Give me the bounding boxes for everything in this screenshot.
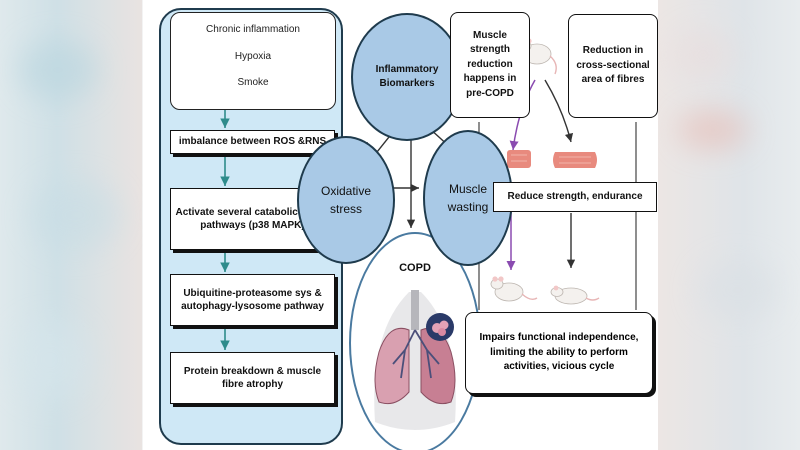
alveoli-icon — [426, 313, 454, 341]
copd-circle — [349, 232, 481, 450]
ros-rns-imbalance-box: imbalance between ROS &RNS — [170, 130, 335, 154]
pre-copd-strength-note: Muscle strength reduction happens in pre… — [450, 12, 530, 118]
right-blurred-margin — [658, 0, 800, 450]
reduce-strength-box: Reduce strength, endurance — [493, 182, 657, 212]
protein-breakdown-box: Protein breakdown & muscle fibre atrophy — [170, 352, 335, 404]
proteasome-autophagy-box: Ubiquitine-proteasome sys & autophagy-ly… — [170, 274, 335, 326]
arrow-mouse-to-fibre-2 — [544, 79, 574, 143]
trigger-smoke: Smoke — [237, 77, 269, 88]
muscle-wasting-circle: Muscle wasting — [423, 130, 513, 266]
left-blurred-margin — [0, 0, 142, 450]
cross-section-note: Reduction in cross-sectional area of fib… — [568, 14, 658, 118]
triggers-box: Chronic inflammation Hypoxia Smoke — [170, 12, 336, 110]
mouse-icon — [550, 285, 600, 305]
muscle-fibre-icon — [553, 152, 597, 168]
functional-independence-box: Impairs functional independence, limitin… — [465, 312, 653, 394]
diagram-canvas: Chronic inflammation Hypoxia Smoke imbal… — [143, 0, 658, 450]
copd-label: COPD — [399, 262, 431, 274]
mouse-icon — [490, 276, 538, 302]
inflammatory-biomarkers-circle: Inflammatory Biomarkers — [351, 13, 463, 141]
oxidative-stress-circle: Oxidative stress — [297, 136, 395, 264]
trigger-inflammation: Chronic inflammation — [206, 24, 300, 35]
muscle-fibre-icon — [507, 150, 531, 168]
trigger-hypoxia: Hypoxia — [234, 51, 272, 62]
